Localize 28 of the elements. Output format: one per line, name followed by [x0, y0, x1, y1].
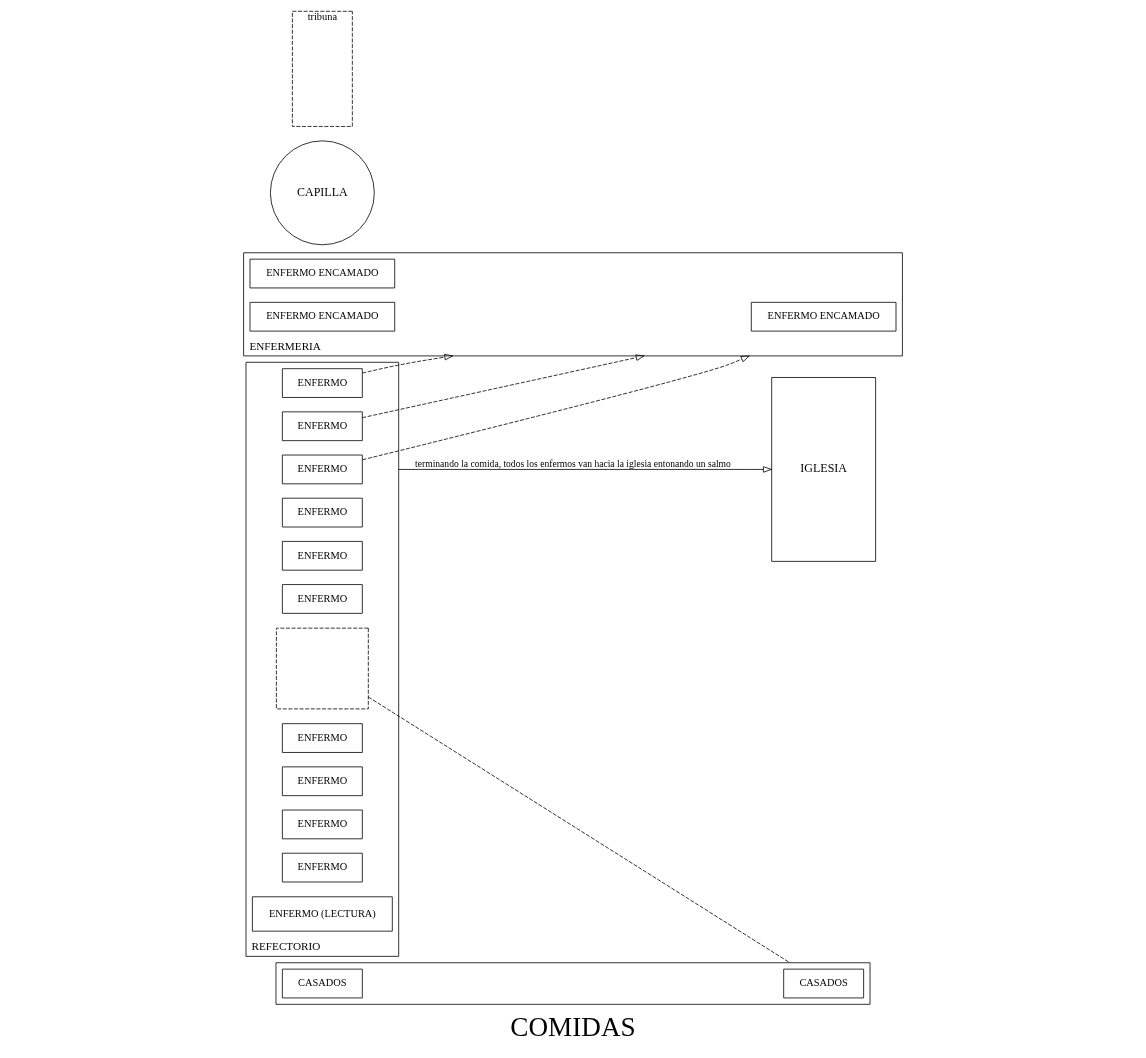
- connector: [368, 696, 791, 964]
- arrow: [362, 355, 750, 461]
- edge-label: terminando la comida, todos los enfermos van hacia la iglesia entonando un salmo: [415, 457, 731, 469]
- node-box: CASADOS: [281, 968, 363, 999]
- node-box: ENFERMO ENCAMADO: [249, 258, 396, 289]
- node-box: ENFERMO ENCAMADO: [249, 301, 396, 332]
- node-box: ENFERMO ENCAMADO: [750, 301, 897, 332]
- node-box: ENFERMO: [281, 584, 363, 614]
- node-box: ENFERMO (LECTURA): [252, 896, 393, 932]
- node-box: ENFERMO: [281, 809, 363, 840]
- node-box: ENFERMO: [281, 852, 363, 883]
- node-box: ENFERMO: [281, 454, 363, 485]
- node-box: tribuna: [291, 10, 353, 127]
- node-box: IGLESIA: [771, 377, 876, 562]
- arrow: [361, 354, 645, 419]
- arrow: [361, 353, 454, 374]
- node-circle: CAPILLA: [270, 140, 375, 246]
- node-box: ENFERMO: [281, 497, 363, 528]
- node-box: ENFERMO: [281, 766, 363, 797]
- node-box: CASADOS: [783, 968, 865, 999]
- node-box: [276, 627, 369, 710]
- arrow: [398, 466, 772, 473]
- node-box: ENFERMO: [281, 368, 363, 398]
- diagram-title: COMIDAS: [510, 1011, 636, 1042]
- node-box: ENFERMO: [281, 723, 363, 753]
- node-box: ENFERMO: [281, 411, 363, 442]
- cluster: [275, 962, 871, 1005]
- node-box: ENFERMO: [281, 541, 363, 571]
